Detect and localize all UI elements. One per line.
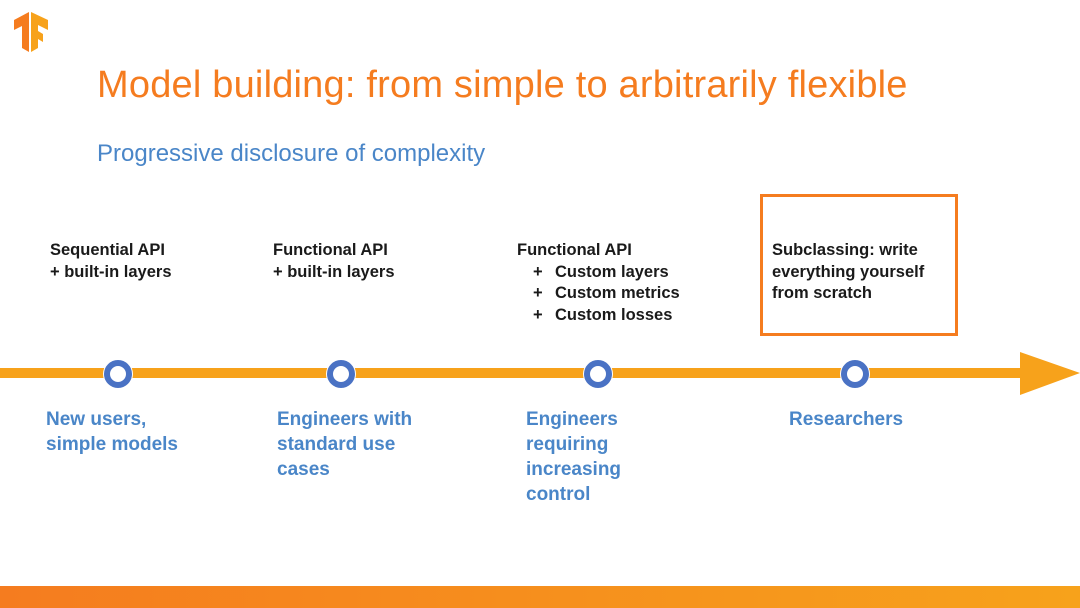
audience-line: Researchers <box>789 409 904 430</box>
audience-line: New users, <box>46 409 147 430</box>
stage-heading-line: + built-in layers <box>273 262 395 281</box>
stage-heading-line: from scratch <box>772 284 872 302</box>
circle-node-icon <box>103 359 133 389</box>
list-item-text: Custom losses <box>555 305 673 324</box>
audience-engineers-control: Engineers requiring increasing control <box>526 407 621 507</box>
stage-heading-line: Functional API <box>517 241 632 259</box>
circle-node-icon <box>583 359 613 389</box>
plus-marker: + <box>533 284 543 302</box>
stage-heading-line: Sequential API <box>50 241 165 259</box>
custom-components-list: + Custom layers + Custom metrics + Custo… <box>517 262 680 327</box>
slide-subtitle: Progressive disclosure of complexity <box>97 140 486 167</box>
stage-heading-line: + built-in layers <box>50 262 172 281</box>
plus-marker: + <box>533 262 543 281</box>
list-item-text: Custom layers <box>555 262 669 281</box>
list-item: + Custom losses <box>517 305 680 327</box>
timeline <box>0 352 1080 395</box>
tensorflow-logo-icon <box>14 12 48 52</box>
list-item: + Custom metrics <box>517 283 680 305</box>
audience-line: standard use <box>277 434 396 455</box>
stage-heading-line: Subclassing: write <box>772 241 918 259</box>
arrow-right-icon <box>1020 352 1080 395</box>
list-item: + Custom layers <box>517 262 680 284</box>
stage-heading-functional-custom: Functional API + Custom layers + Custom … <box>517 240 680 326</box>
audience-engineers-standard: Engineers with standard use cases <box>277 407 412 482</box>
circle-node-icon <box>840 359 870 389</box>
timeline-bar <box>0 368 1030 378</box>
audience-line: cases <box>277 459 330 480</box>
stage-heading-line: everything yourself <box>772 262 925 281</box>
audience-new-users: New users, simple models <box>46 407 178 457</box>
circle-node-icon <box>326 359 356 389</box>
audience-line: Engineers with <box>277 409 413 430</box>
audience-line: control <box>526 484 591 505</box>
stage-heading-subclassing: Subclassing: write everything yourself f… <box>772 240 924 305</box>
stage-heading-line: Functional API <box>273 241 388 259</box>
audience-line: increasing <box>526 459 622 480</box>
stage-heading-sequential: Sequential API + built-in layers <box>50 240 172 283</box>
audience-line: Engineers <box>526 409 618 430</box>
audience-line: requiring <box>526 434 609 455</box>
list-item-text: Custom metrics <box>555 284 680 302</box>
slide-title: Model building: from simple to arbitrari… <box>97 64 908 106</box>
audience-researchers: Researchers <box>789 407 903 432</box>
bottom-gradient-bar <box>0 586 1080 608</box>
highlight-box <box>760 194 958 336</box>
audience-line: simple models <box>46 434 178 455</box>
plus-marker: + <box>533 305 543 324</box>
stage-heading-functional: Functional API + built-in layers <box>273 240 395 283</box>
